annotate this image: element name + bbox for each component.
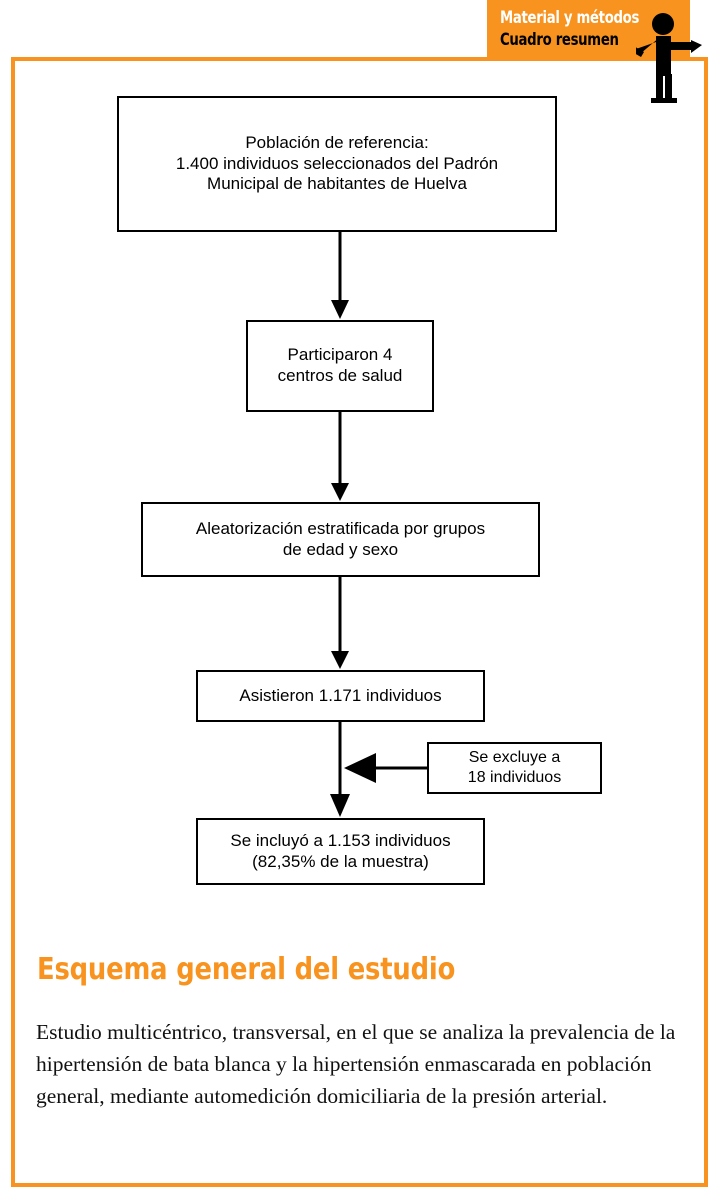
flow-node-centros-de-salud: Participaron 4 centros de salud [246, 320, 434, 412]
banner-title-line2: Cuadro resumen [500, 30, 619, 50]
flow-node-asistieron-text: Asistieron 1.171 individuos [227, 686, 453, 707]
aleatorizacion-line-1: Aleatorización estratificada por grupos [195, 518, 486, 538]
poblacion-line-1: Población de referencia: [245, 132, 429, 152]
poblacion-line-2: 1.400 individuos seleccionados del Padró… [175, 153, 499, 173]
flowchart-connectors [330, 232, 427, 817]
arrow-poblacion-to-centros [331, 232, 349, 319]
excluye-line-1: Se excluye a [468, 749, 561, 767]
incluyo-line-2: (82,35% de la muestra) [252, 851, 429, 871]
incluyo-line-1: Se incluyó a 1.153 individuos [230, 830, 451, 850]
flow-node-centros-text: Participaron 4 centros de salud [266, 345, 415, 386]
arrow-aleatorizacion-to-asistieron [331, 577, 349, 669]
flow-node-poblacion-de-referencia: Población de referencia: 1.400 individuo… [117, 96, 557, 232]
flow-node-se-incluyo: Se incluyó a 1.153 individuos (82,35% de… [196, 818, 485, 885]
flow-node-incluyo-text: Se incluyó a 1.153 individuos (82,35% de… [218, 831, 462, 872]
centros-line-1: Participaron 4 [287, 345, 393, 365]
section-headline: Esquema general del estudio [37, 952, 456, 987]
flow-node-aleatorizacion: Aleatorización estratificada por grupos … [141, 502, 540, 577]
excluye-line-2: 18 individuos [467, 769, 562, 786]
flowchart: Población de referencia: 1.400 individuo… [117, 96, 602, 885]
flow-node-aleatorizacion-text: Aleatorización estratificada por grupos … [184, 519, 497, 560]
flow-node-poblacion-text: Población de referencia: 1.400 individuo… [164, 133, 510, 195]
arrow-excluye-to-trunk [344, 753, 427, 783]
banner-title-line1: Material y métodos [500, 8, 640, 28]
flow-node-excluye-text: Se excluye a 18 individuos [456, 748, 573, 787]
centros-line-2: centros de salud [277, 366, 403, 385]
presenter-icon-svg [572, 13, 702, 103]
poblacion-line-3: Municipal de habitantes de Huelva [207, 174, 467, 194]
section-description: Estudio multicéntrico, transversal, en e… [36, 1020, 676, 1109]
aleatorizacion-line-2: de edad y sexo [282, 539, 399, 559]
presenter-with-pointer-icon [572, 12, 708, 104]
flow-node-se-excluye: Se excluye a 18 individuos [427, 742, 602, 794]
orange-page-frame [11, 57, 708, 1187]
flow-node-asistieron: Asistieron 1.171 individuos [196, 670, 485, 722]
arrow-asistieron-to-incluyo [330, 722, 350, 817]
arrow-centros-to-aleatorizacion [331, 412, 349, 501]
asistieron-line-1: Asistieron 1.171 individuos [239, 685, 442, 705]
